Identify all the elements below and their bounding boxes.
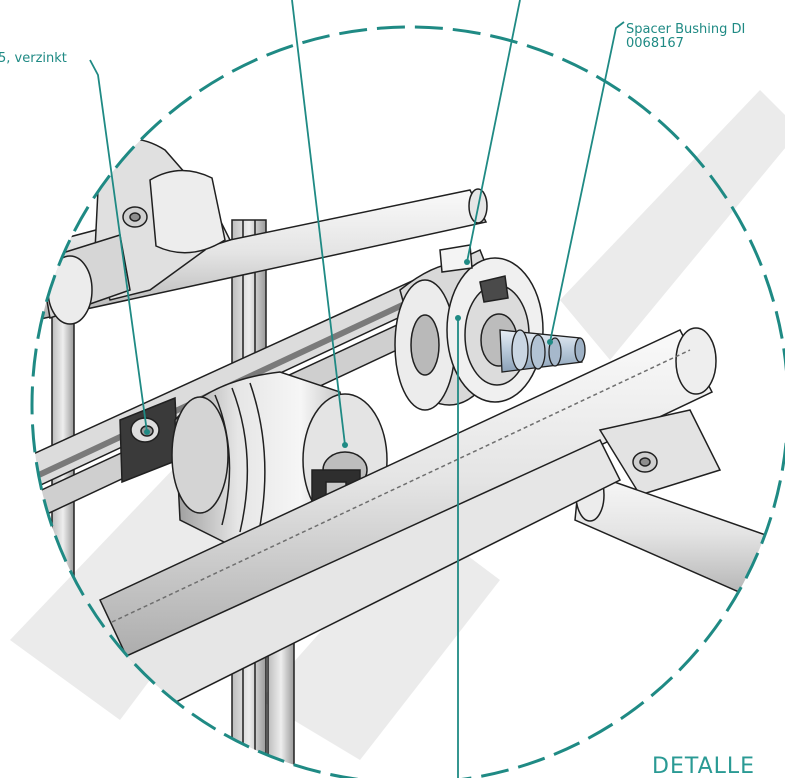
detail-circle [30,25,785,778]
callout-washer-label: 5, verzinkt [0,51,67,66]
leader-spacer [549,21,625,343]
right-clamp-connector [574,409,781,612]
leader-wheel [466,0,521,263]
callout-spacer-line1: Spacer Bushing DI [626,22,746,37]
leader-roller [291,0,346,446]
assembly-view [32,138,781,778]
leader-washer [89,59,148,433]
front-tube [99,327,717,670]
leader-dots [144,259,553,448]
spacer-bushing [499,329,586,373]
callout-spacer-line2: 0068167 [626,36,684,51]
callout-leaders [89,0,625,778]
guide-wheel-pair [394,244,544,411]
tube-clamp-connector [32,138,232,325]
callout-spacer-bushing-label: Spacer Bushing DI 0068167 [626,23,745,51]
detail-view-label: DETALLE [652,754,756,779]
